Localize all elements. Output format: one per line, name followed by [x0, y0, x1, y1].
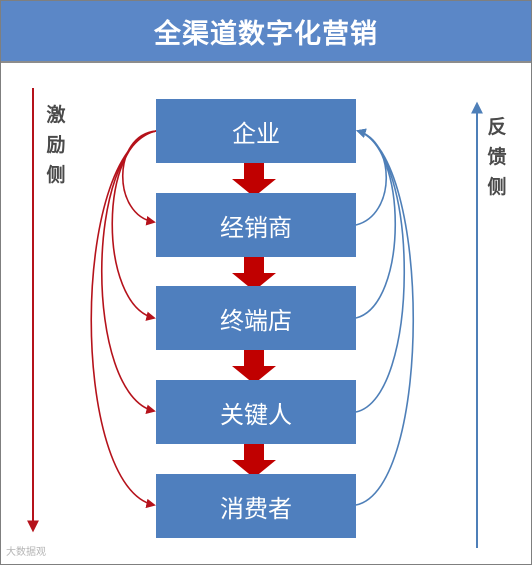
- title-divider: [1, 61, 531, 63]
- feedback-curve-from-consumer: [355, 128, 414, 506]
- feedback-side-label: 反馈侧: [487, 116, 507, 198]
- node-dealer: 经销商: [156, 193, 356, 257]
- down-arrow-2: [232, 257, 276, 291]
- incentive-curve-to-consumer: [90, 130, 157, 509]
- down-arrow-3: [232, 350, 276, 384]
- node-key-person: 关键人: [156, 380, 356, 444]
- node-terminal-store: 终端店: [156, 286, 356, 350]
- down-arrow-1: [232, 163, 276, 197]
- node-consumer: 消费者: [156, 474, 356, 538]
- incentive-curve-to-dealer: [122, 130, 157, 226]
- incentive-side-label: 激励侧: [46, 104, 66, 186]
- down-arrow-4: [232, 444, 276, 478]
- node-enterprise: 企业: [156, 99, 356, 163]
- feedback-curve-from-dealer: [355, 128, 387, 226]
- watermark: 大数据观: [6, 547, 46, 558]
- incentive-curve-to-terminal: [111, 130, 157, 321]
- incentive-curve-to-key-person: [100, 130, 157, 414]
- feedback-curve-from-key-person: [355, 128, 406, 413]
- feedback-curve-from-terminal: [355, 128, 396, 319]
- diagram-title: 全渠道数字化营销: [1, 1, 531, 61]
